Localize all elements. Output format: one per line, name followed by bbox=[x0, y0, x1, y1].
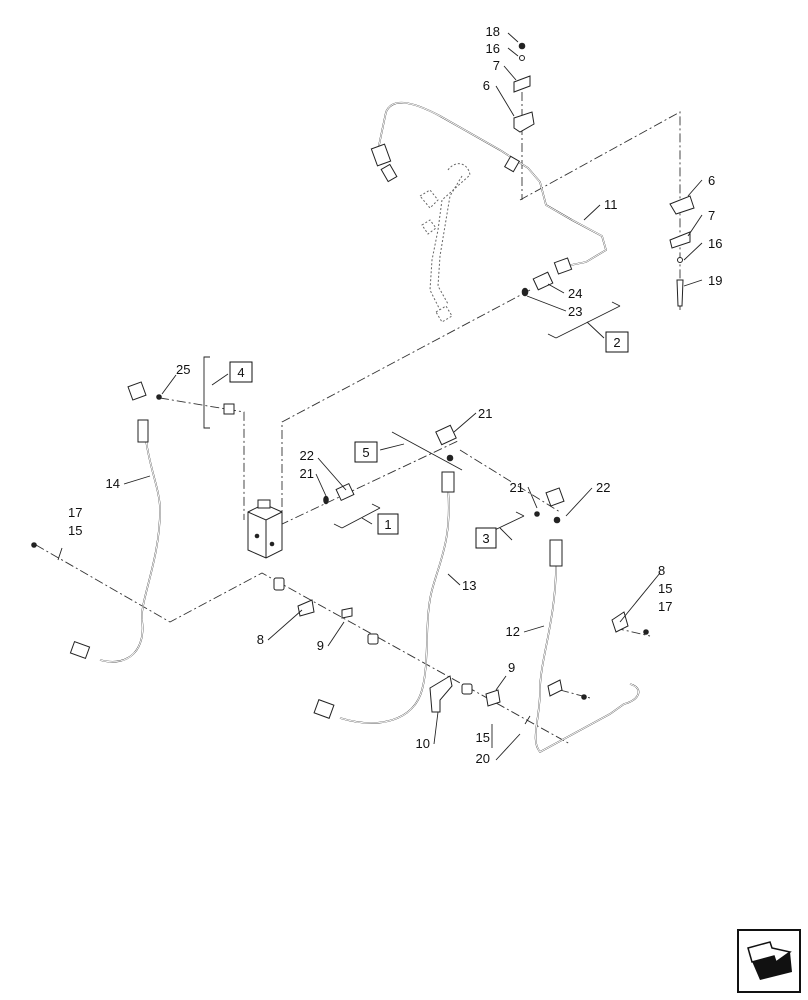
callout-10: 10 bbox=[416, 736, 430, 751]
callout-13: 13 bbox=[462, 578, 476, 593]
callout-20: 20 bbox=[476, 751, 490, 766]
group-box-label: 2 bbox=[613, 335, 620, 350]
callout-14: 14 bbox=[106, 476, 120, 491]
callout-7: 7 bbox=[493, 58, 500, 73]
callout-9: 9 bbox=[508, 660, 515, 675]
callout-11: 11 bbox=[604, 197, 618, 212]
callout-25: 25 bbox=[176, 362, 190, 377]
callout-21: 21 bbox=[300, 466, 314, 481]
callout-19: 19 bbox=[708, 273, 722, 288]
callout-16: 16 bbox=[486, 41, 500, 56]
callout-21: 21 bbox=[478, 406, 492, 421]
clamps-upper bbox=[513, 42, 695, 307]
callout-8: 8 bbox=[257, 632, 264, 647]
callout-16: 16 bbox=[708, 236, 722, 251]
hose-12 bbox=[534, 487, 640, 754]
callout-23: 23 bbox=[568, 304, 582, 319]
callout-17: 17 bbox=[68, 505, 82, 520]
group-box-3: 3 bbox=[475, 527, 497, 549]
callout-15: 15 bbox=[476, 730, 490, 745]
hose-13 bbox=[313, 424, 457, 724]
callout-12: 12 bbox=[506, 624, 520, 639]
group-box-5: 5 bbox=[354, 441, 378, 463]
callout-22: 22 bbox=[300, 448, 314, 463]
callout-6: 6 bbox=[483, 78, 490, 93]
callout-6: 6 bbox=[708, 173, 715, 188]
group-box-label: 5 bbox=[362, 445, 369, 460]
group-box-label: 4 bbox=[237, 365, 244, 380]
group-box-4: 4 bbox=[229, 361, 253, 383]
fittings-23-24 bbox=[521, 271, 554, 297]
callout-22: 22 bbox=[596, 480, 610, 495]
group-box-label: 1 bbox=[384, 517, 391, 532]
group-box-label: 3 bbox=[482, 531, 489, 546]
next-page-arrow-icon[interactable] bbox=[737, 929, 801, 993]
hose-14 bbox=[69, 381, 235, 663]
callout-21: 21 bbox=[510, 480, 524, 495]
group-box-1: 1 bbox=[377, 513, 399, 535]
center-lines bbox=[35, 92, 681, 745]
ghost-component bbox=[419, 163, 471, 323]
fittings-21-22 bbox=[323, 482, 355, 505]
callout-7: 7 bbox=[708, 208, 715, 223]
callout-15: 15 bbox=[68, 523, 82, 538]
callout-8: 8 bbox=[658, 563, 665, 578]
valve-block bbox=[247, 499, 283, 559]
callout-15: 15 bbox=[658, 581, 672, 596]
callout-24: 24 bbox=[568, 286, 582, 301]
leader-lines bbox=[123, 32, 703, 761]
callout-9: 9 bbox=[317, 638, 324, 653]
group-box-2: 2 bbox=[605, 331, 629, 353]
hose-11 bbox=[370, 101, 607, 275]
callout-18: 18 bbox=[486, 24, 500, 39]
callout-labels: 18 16 7 6 6 11 7 16 19 24 23 25 14 21 22… bbox=[68, 24, 722, 766]
callout-17: 17 bbox=[658, 599, 672, 614]
